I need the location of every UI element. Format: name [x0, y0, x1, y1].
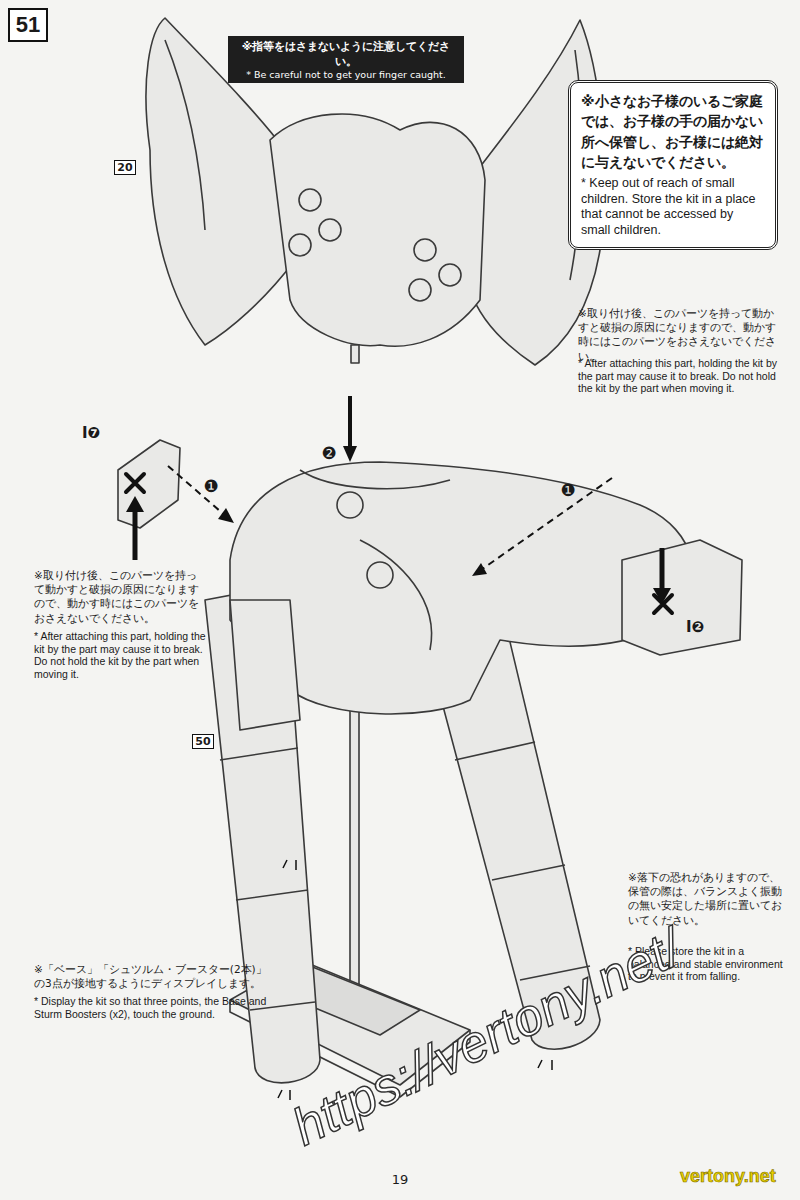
display-note: ※「ベース」「シュツルム・ブースター(2本)」の3点が接地するようにディスプレイ…	[34, 962, 274, 990]
part-number: I❷	[686, 618, 726, 636]
mount-peg	[351, 345, 359, 363]
node-subtext: * Keep out of reach of small children. S…	[581, 176, 765, 239]
caution-arrow	[133, 510, 138, 560]
arrow-head	[126, 496, 144, 512]
vernier	[289, 234, 311, 256]
part-i2	[622, 540, 742, 655]
contact-tick	[538, 1060, 552, 1070]
vernier	[299, 189, 321, 211]
joint-socket	[367, 562, 393, 588]
contact-tick	[278, 1090, 290, 1100]
vernier	[439, 264, 461, 286]
subassembly-number: 20	[114, 160, 136, 175]
right-booster-seams	[455, 742, 590, 980]
no-hold-mark	[126, 474, 144, 492]
vernier	[319, 219, 341, 241]
assembly-arrow	[348, 396, 352, 448]
vernier	[409, 279, 431, 301]
arrow-head	[653, 588, 671, 604]
front-armor	[230, 600, 300, 730]
caution-note-en: * After attaching this part, holding the…	[578, 357, 778, 395]
arrow-number: ❶	[557, 480, 579, 500]
watermark: vertony.net	[680, 1166, 776, 1187]
node-text: 50	[193, 735, 213, 748]
vernier	[414, 239, 436, 261]
subassembly-number: 50	[192, 734, 214, 749]
node-subtext: * Be careful not to get your finger caug…	[234, 69, 458, 80]
body-seam	[360, 540, 432, 650]
arrow-number: ❷	[318, 443, 340, 463]
caution-note: ※取り付け後、このパーツを持って動かすと破損の原因になりますので、動かす時にはこ…	[578, 306, 778, 363]
binder-seam	[165, 40, 205, 230]
arrow-head	[218, 508, 234, 523]
node-text: 51	[10, 12, 46, 38]
assembly-arrow	[168, 466, 228, 518]
assembly-arrow	[478, 478, 612, 572]
caution-banner: ※指等をはさまないように注意してください。* Be careful not to…	[228, 36, 464, 83]
caution-note: ※取り付け後、このパーツを持って動かすと破損の原因になりますので、動かす時にはこ…	[34, 568, 206, 625]
node-text: 20	[115, 161, 135, 174]
joint-socket	[337, 492, 363, 518]
arrow-head	[343, 446, 357, 462]
arrow-head	[472, 563, 487, 576]
arrow-number: ❶	[200, 476, 222, 496]
storage-note: ※落下の恐れがありますので、保管の際は、バランスよく振動の無い安定した場所に置い…	[628, 870, 788, 927]
upper-core	[270, 114, 485, 346]
part-i7	[118, 440, 180, 528]
body-seam	[300, 470, 450, 489]
step-number: 51	[8, 8, 48, 42]
contact-tick	[283, 860, 296, 870]
display-note-en: * Display the kit so that three points, …	[34, 995, 274, 1020]
part-number: I❼	[82, 424, 122, 442]
node-text: ※小さなお子様のいるご家庭では、お子様の手の届かない所へ保管し、お子様には絶対に…	[581, 91, 765, 172]
page-number: 19	[385, 1172, 415, 1187]
caution-note-en: * After attaching this part, holding the…	[34, 630, 206, 680]
node-text: ※指等をはさまないように注意してください。	[234, 39, 458, 69]
warning-box: ※小さなお子様のいるご家庭では、お子様の手の届かない所へ保管し、お子様には絶対に…	[568, 80, 778, 250]
caution-arrow	[660, 548, 665, 590]
